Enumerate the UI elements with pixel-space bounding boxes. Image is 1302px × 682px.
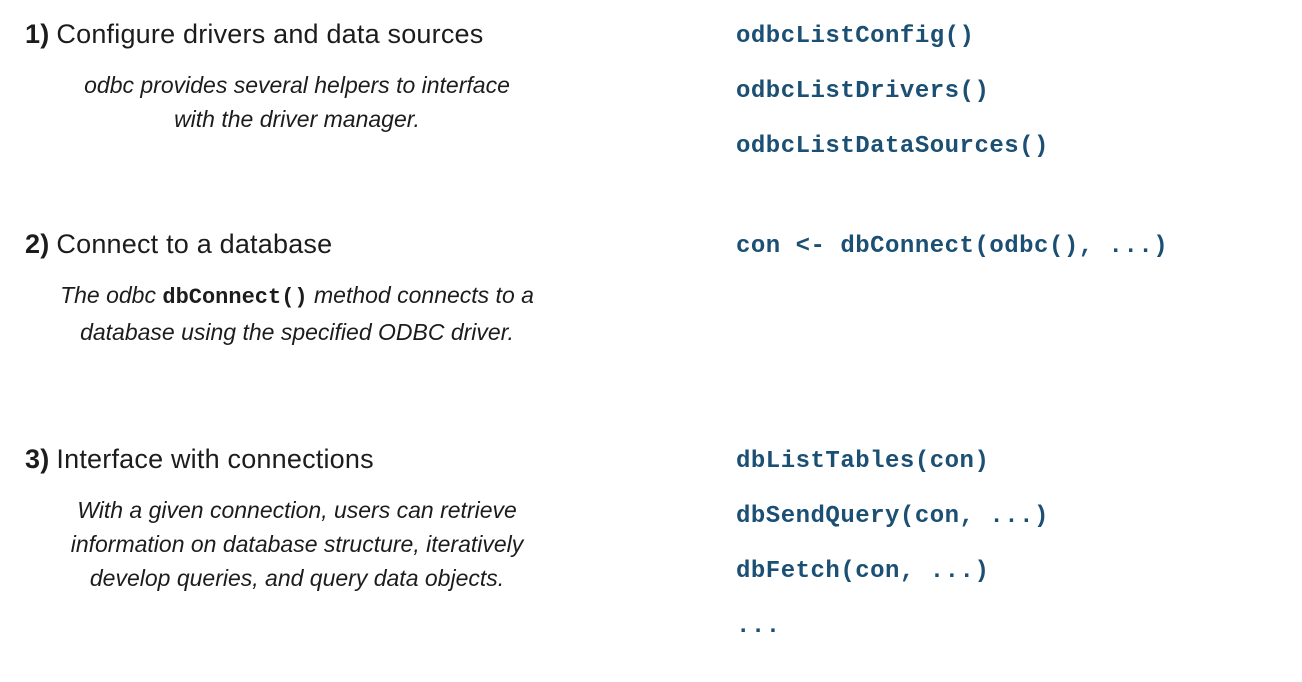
section-1-title: Configure drivers and data sources bbox=[56, 19, 484, 49]
section-1-code-column: odbcListConfig() odbcListDrivers() odbcL… bbox=[651, 16, 1302, 187]
section-2-description: The odbc dbConnect() method connects to … bbox=[57, 278, 537, 349]
description-line: database using the specified ODBC driver… bbox=[80, 319, 514, 345]
section-3-number: 3) bbox=[25, 444, 50, 474]
code-dblisttables: dbListTables(con) bbox=[736, 448, 990, 475]
description-line: The odbc dbConnect() method connects to … bbox=[57, 278, 537, 315]
section-2-heading: 2)Connect to a database bbox=[0, 226, 651, 262]
section-3-text-column: 3)Interface with connections With a give… bbox=[0, 441, 651, 595]
section-2-title: Connect to a database bbox=[56, 229, 333, 259]
description-line: information on database structure, itera… bbox=[70, 531, 524, 557]
inline-code-dbconnect: dbConnect() bbox=[162, 285, 308, 310]
code-ellipsis: ... bbox=[736, 613, 781, 640]
section-2-code-column: con <- dbConnect(odbc(), ...) bbox=[651, 226, 1302, 287]
code-dbfetch: dbFetch(con, ...) bbox=[736, 558, 990, 585]
section-1-text-column: 1)Configure drivers and data sources odb… bbox=[0, 16, 651, 136]
code-odbclistdatasources: odbcListDataSources() bbox=[736, 133, 1049, 160]
section-3-description: With a given connection, users can retri… bbox=[57, 493, 537, 595]
code-dbsendquery: dbSendQuery(con, ...) bbox=[736, 503, 1049, 530]
section-2-text-column: 2)Connect to a database The odbc dbConne… bbox=[0, 226, 651, 349]
section-1-heading: 1)Configure drivers and data sources bbox=[0, 16, 651, 52]
code-odbclistdrivers: odbcListDrivers() bbox=[736, 78, 990, 105]
section-1-description: odbc provides several helpers to interfa… bbox=[57, 68, 537, 136]
description-line: With a given connection, users can retri… bbox=[77, 497, 517, 523]
section-interface-connections: 3)Interface with connections With a give… bbox=[0, 441, 1302, 667]
code-odbclistconfig: odbcListConfig() bbox=[736, 23, 975, 50]
description-line: develop queries, and query data objects. bbox=[89, 565, 505, 591]
description-line: odbc provides several helpers to interfa… bbox=[84, 72, 510, 98]
section-3-code-column: dbListTables(con) dbSendQuery(con, ...) … bbox=[651, 441, 1302, 667]
code-dbconnect: con <- dbConnect(odbc(), ...) bbox=[736, 233, 1169, 260]
description-text: method connects to a bbox=[307, 282, 534, 308]
section-connect-database: 2)Connect to a database The odbc dbConne… bbox=[0, 226, 1302, 349]
section-1-number: 1) bbox=[25, 19, 50, 49]
section-configure-drivers: 1)Configure drivers and data sources odb… bbox=[0, 16, 1302, 187]
section-2-number: 2) bbox=[25, 229, 50, 259]
description-text: The odbc bbox=[60, 282, 163, 308]
section-3-title: Interface with connections bbox=[56, 444, 374, 474]
section-3-heading: 3)Interface with connections bbox=[0, 441, 651, 477]
description-line: with the driver manager. bbox=[174, 106, 420, 132]
